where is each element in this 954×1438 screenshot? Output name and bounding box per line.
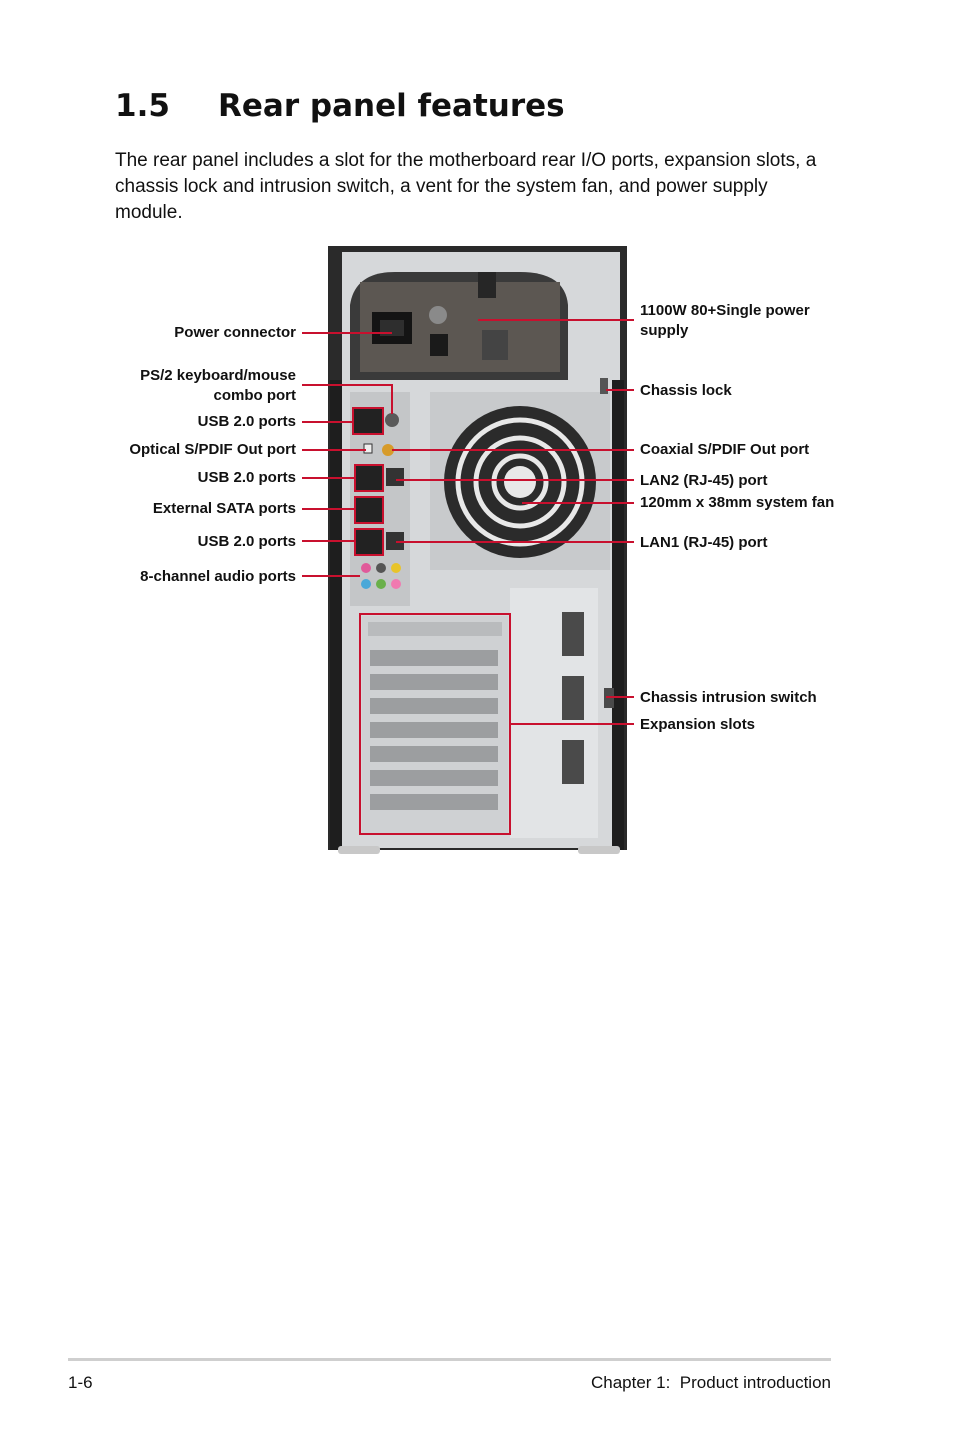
callout-power-supply: 1100W 80+Single power supply bbox=[640, 301, 810, 341]
callout-power-connector: Power connector bbox=[174, 324, 296, 341]
section-heading: 1.5 Rear panel features bbox=[115, 88, 565, 124]
callout-ps2-line2: combo port bbox=[213, 387, 297, 404]
callout-system-fan: 120mm x 38mm system fan bbox=[640, 494, 835, 511]
callout-chassis-lock: Chassis lock bbox=[640, 382, 732, 399]
expansion-slots bbox=[362, 616, 508, 834]
usb-ports-2 bbox=[356, 466, 382, 490]
callout-usb-ports-2: USB 2.0 ports bbox=[197, 469, 296, 486]
usb-ports-1 bbox=[354, 408, 382, 434]
callout-lines bbox=[302, 319, 634, 725]
callout-lan2-port: LAN2 (RJ-45) port bbox=[640, 472, 768, 489]
callout-usb-ports-3: USB 2.0 ports bbox=[197, 533, 296, 550]
callout-ps2-line1: PS/2 keyboard/mouse bbox=[140, 367, 296, 384]
lan2-port bbox=[386, 468, 404, 486]
power-switch bbox=[430, 334, 448, 356]
footer-rule bbox=[68, 1358, 831, 1361]
usb-ports-3 bbox=[356, 530, 382, 554]
audio-ports bbox=[361, 563, 401, 589]
chassis-lock bbox=[600, 378, 608, 394]
chassis-left-edge bbox=[330, 380, 342, 850]
optical-spdif-port bbox=[363, 443, 373, 454]
callout-psu-line1: 1100W 80+Single power bbox=[640, 302, 810, 319]
side-vent bbox=[510, 588, 598, 838]
callout-expansion-slots: Expansion slots bbox=[640, 716, 756, 733]
coaxial-spdif-port bbox=[382, 444, 394, 456]
power-supply-module bbox=[350, 272, 568, 380]
callout-ps2-port: PS/2 keyboard/mouse combo port bbox=[140, 366, 296, 406]
callout-audio-ports: 8-channel audio ports bbox=[140, 568, 296, 585]
callout-coaxial-spdif: Coaxial S/PDIF Out port bbox=[640, 441, 810, 458]
intro-paragraph: The rear panel includes a slot for the m… bbox=[115, 150, 817, 223]
esata-ports bbox=[356, 498, 382, 522]
callout-optical-spdif: Optical S/PDIF Out port bbox=[129, 441, 296, 458]
callout-usb-ports-1: USB 2.0 ports bbox=[197, 413, 296, 430]
chapter-title: Chapter 1: Product introduction bbox=[590, 1373, 831, 1392]
rear-panel-figure: Power connector PS/2 keyboard/mouse comb… bbox=[129, 246, 835, 854]
section-title: Rear panel features bbox=[218, 88, 565, 124]
chassis-foot-left bbox=[338, 846, 380, 854]
chassis-right-edge bbox=[612, 380, 624, 850]
chassis-foot-right bbox=[578, 846, 620, 854]
lan1-port bbox=[386, 532, 404, 550]
section-number: 1.5 bbox=[115, 88, 170, 124]
callout-psu-line2: supply bbox=[640, 322, 689, 339]
rear-panel-illustration bbox=[302, 246, 634, 854]
callout-intrusion-switch: Chassis intrusion switch bbox=[640, 689, 817, 706]
callout-lan1-port: LAN1 (RJ-45) port bbox=[640, 534, 768, 551]
io-shield bbox=[350, 392, 410, 606]
callout-esata-ports: External SATA ports bbox=[152, 500, 296, 517]
ps2-port bbox=[385, 413, 399, 427]
page-number: 1-6 bbox=[68, 1373, 93, 1392]
